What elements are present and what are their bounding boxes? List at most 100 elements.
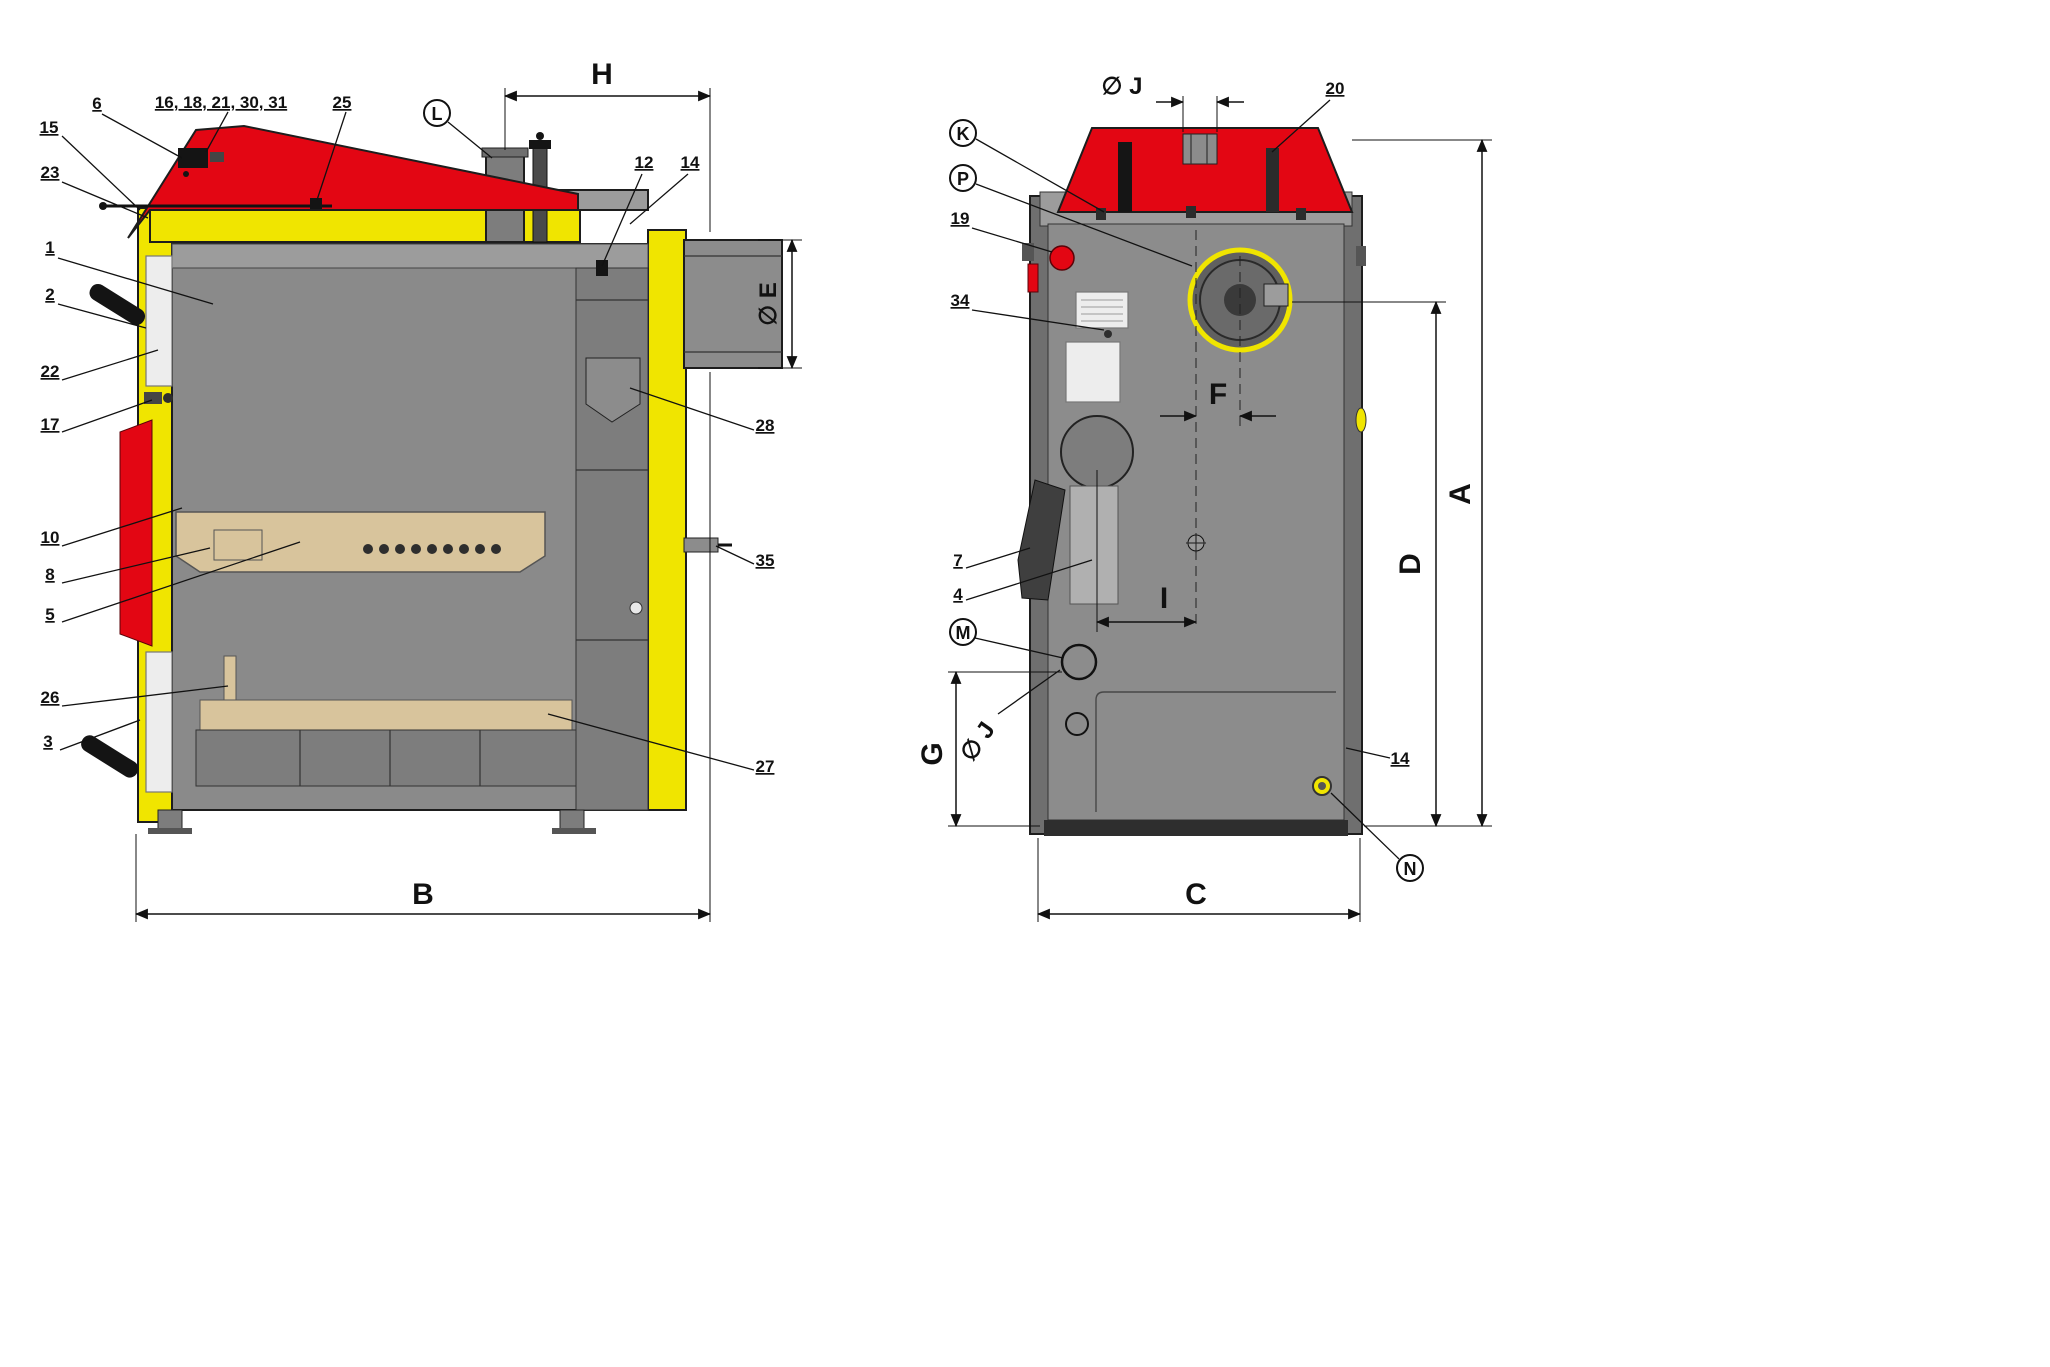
callout-16-18-21-30-31: 16, 18, 21, 30, 31 [155, 93, 287, 112]
panel-seam [1095, 691, 1336, 812]
balloon-P [949, 164, 977, 192]
callout-15: 15 [40, 118, 59, 137]
lifting-hook [1096, 208, 1106, 220]
upper-door-panel [145, 255, 173, 387]
drain-opening [1060, 643, 1098, 681]
flap-plate [1069, 485, 1119, 605]
callout-14: 14 [681, 153, 700, 172]
chimney-pipe [1118, 142, 1132, 212]
sensor-pipe-cap [529, 140, 551, 149]
grate-hole [363, 544, 373, 554]
dim-H: H [591, 58, 613, 91]
callout-6: 6 [92, 94, 101, 113]
lower-duct [199, 699, 573, 731]
callout-28: 28 [756, 416, 775, 435]
foot [157, 809, 183, 831]
grate-hole [395, 544, 405, 554]
balloon-K [949, 119, 977, 147]
foot [559, 809, 585, 831]
callout-P: P [957, 169, 969, 189]
hinge-tab [1356, 246, 1366, 266]
plate-bolt [1104, 330, 1112, 338]
callout-25: 25 [333, 93, 352, 112]
grate-hole [443, 544, 453, 554]
left-view-leaders [57, 111, 755, 771]
lifting-hook [1296, 208, 1306, 220]
lifting-hook [1186, 206, 1196, 218]
thermostat-group [178, 148, 208, 168]
grate-hole [379, 544, 389, 554]
foot-base [148, 828, 192, 834]
flue-baffle [585, 357, 641, 423]
ash-box [195, 729, 577, 787]
flue-hub [1224, 284, 1256, 316]
hinge-tab [1022, 243, 1034, 261]
callout-12: 12 [635, 153, 654, 172]
flap-lever [1017, 479, 1066, 601]
filler-stub [1182, 133, 1218, 165]
left-view-callouts: 15 6 16, 18, 21, 30, 31 25 L 23 1 2 22 1… [40, 93, 775, 776]
dim-C: C [1185, 878, 1207, 911]
grate-box [213, 529, 263, 561]
cable-grommet-hole [1318, 782, 1326, 790]
red-fitting [1027, 263, 1039, 293]
callout-34: 34 [951, 291, 970, 310]
sensor-knob [536, 132, 544, 140]
callout-20: 20 [1326, 79, 1345, 98]
callout-K: K [957, 124, 970, 144]
dim-I: I [1160, 582, 1168, 615]
lower-door-handle [81, 735, 139, 778]
grate-holes [363, 544, 501, 554]
left-view: 15 6 16, 18, 21, 30, 31 25 L 23 1 2 22 1… [40, 58, 802, 922]
right-view-callouts: K P 19 34 7 4 M 20 14 N [949, 79, 1424, 882]
callout-26: 26 [41, 688, 60, 707]
callout-19: 19 [951, 209, 970, 228]
grate-hole [459, 544, 469, 554]
rating-plate [1075, 291, 1129, 329]
sensor-bolt [596, 260, 608, 276]
balloon-L [423, 99, 451, 127]
ash-guide-bar [223, 655, 237, 705]
flue-outlet [683, 239, 783, 369]
foot-base [552, 828, 596, 834]
callout-L: L [432, 104, 443, 124]
inspection-dot [629, 601, 643, 615]
callout-M: M [956, 623, 971, 643]
flue-latch [1263, 283, 1289, 307]
dim-B: B [412, 878, 434, 911]
junction-box [1065, 341, 1121, 403]
hopper-lid [127, 124, 579, 239]
callout-3: 3 [43, 732, 52, 751]
callout-5: 5 [45, 605, 54, 624]
callout-14-rear: 14 [1391, 749, 1410, 768]
dim-F: F [1209, 378, 1227, 411]
callout-7: 7 [953, 551, 962, 570]
balloon-M [949, 618, 977, 646]
dim-E: ∅ E [755, 282, 782, 326]
grate-hole [475, 544, 485, 554]
callout-4: 4 [953, 585, 963, 604]
left-view-dimensions: H ∅ E B [134, 58, 802, 922]
dim-J-side: ∅ J [955, 717, 1001, 766]
hinge-pin [163, 393, 173, 403]
dim-G: G [916, 742, 949, 765]
callout-2: 2 [45, 285, 54, 304]
rod-clamp [310, 198, 322, 209]
thermostat-pin [183, 171, 189, 177]
dim-D: D [1394, 553, 1427, 575]
dim-A: A [1444, 483, 1477, 505]
grate-hole [411, 544, 421, 554]
water-jacket-top [171, 243, 649, 269]
dim-J-top: ∅ J [1102, 73, 1143, 100]
callout-35: 35 [756, 551, 775, 570]
damper-stub [683, 537, 719, 553]
cleaning-rod-knob [99, 202, 107, 210]
callout-23: 23 [41, 163, 60, 182]
callout-22: 22 [41, 362, 60, 381]
rear-base [1044, 820, 1348, 836]
right-view: K P 19 34 7 4 M 20 14 N ∅ J A [916, 73, 1492, 922]
left-yellow-right-panel [647, 229, 687, 811]
upper-door-handle [89, 283, 146, 326]
